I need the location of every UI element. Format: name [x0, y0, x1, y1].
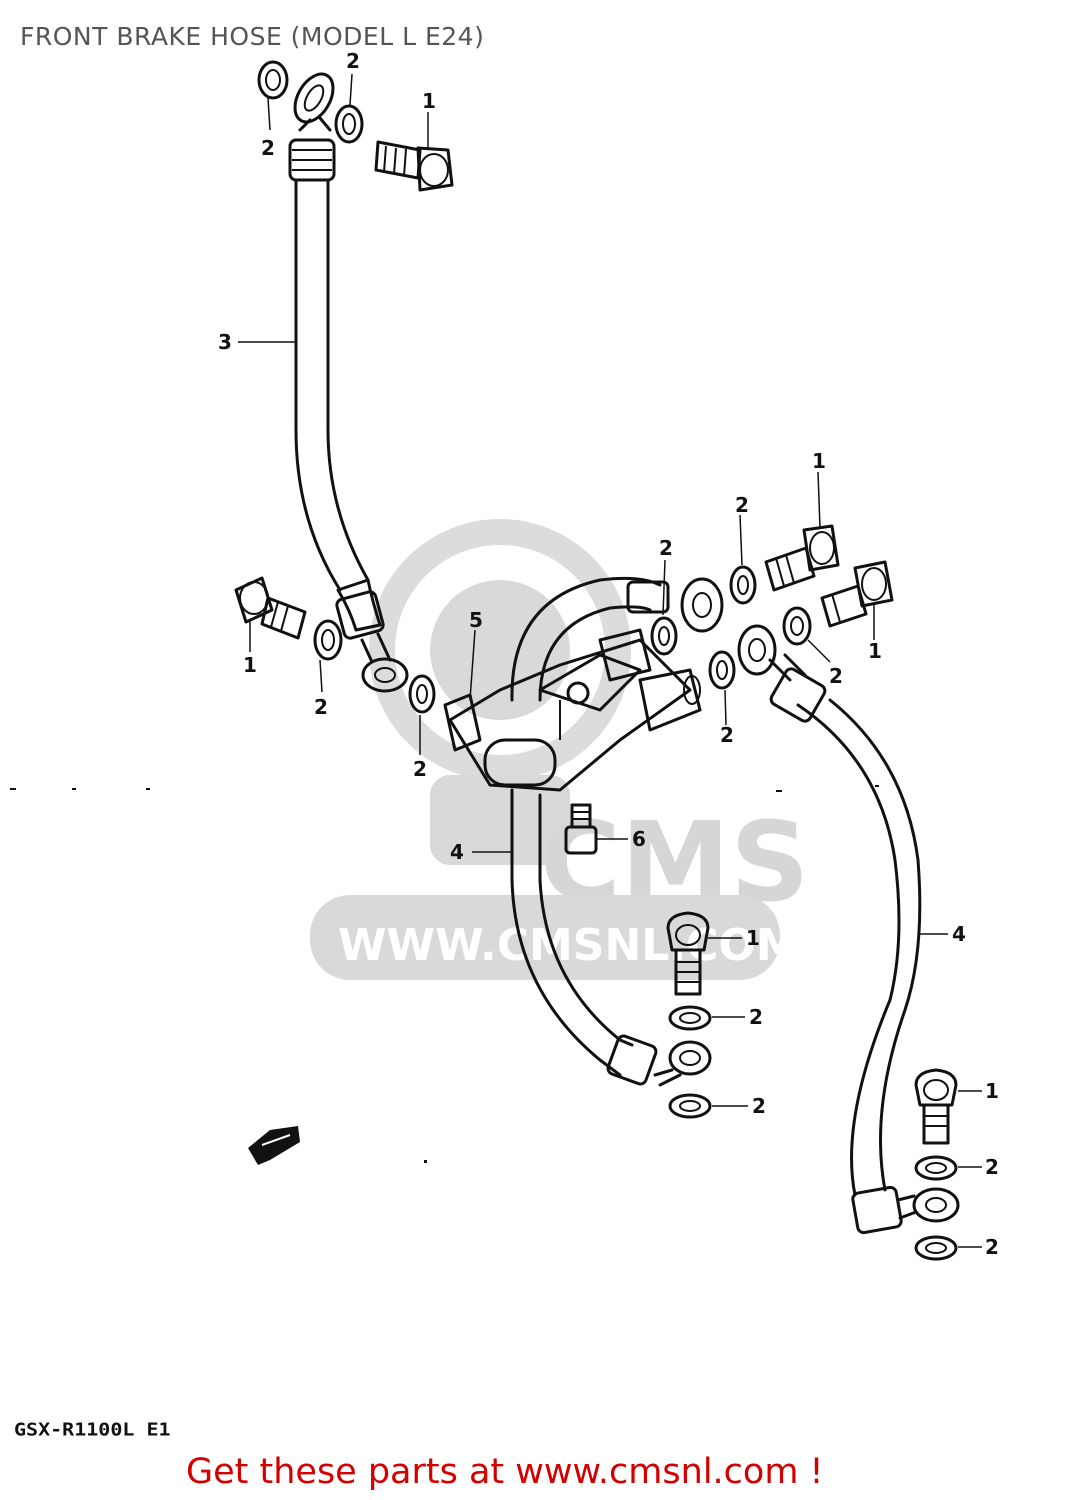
callout-part-1: 1 — [746, 926, 760, 950]
callout-part-2: 2 — [659, 536, 673, 560]
brake-hose-4-right — [768, 653, 960, 1235]
callout-part-2: 2 — [413, 757, 427, 781]
callout-part-5: 5 — [469, 608, 483, 632]
callout-part-2: 2 — [829, 664, 843, 688]
left-banjo-bolt — [234, 576, 436, 714]
lower-right-fittings — [914, 1068, 958, 1261]
parts-shop-link[interactable]: Get these parts at www.cmsnl.com ! — [186, 1452, 824, 1492]
model-code-label: GSX-R1100L E1 — [14, 1418, 171, 1440]
callout-part-4: 4 — [952, 922, 966, 946]
callout-leaders — [238, 73, 982, 1248]
callout-part-2: 2 — [752, 1094, 766, 1118]
brake-hose-4-left — [510, 788, 712, 1087]
callout-part-4: 4 — [450, 840, 464, 864]
top-fittings — [257, 60, 454, 192]
page-title: FRONT BRAKE HOSE (MODEL L E24) — [20, 22, 485, 51]
upper-crossover-hose — [510, 576, 724, 702]
exploded-parts-diagram: CMS WWW.CMSNL.COM — [10, 49, 999, 1261]
callout-part-1: 1 — [812, 449, 826, 473]
callout-part-2: 2 — [985, 1155, 999, 1179]
callout-part-3: 3 — [218, 330, 232, 354]
callout-part-2: 2 — [749, 1005, 763, 1029]
callout-part-1: 1 — [243, 653, 257, 677]
watermark-url: WWW.CMSNL.COM — [338, 920, 800, 971]
brake-hose-3 — [288, 72, 409, 693]
callout-part-1: 1 — [868, 639, 882, 663]
callout-part-1: 1 — [985, 1079, 999, 1103]
callout-labels: 2 2 1 3 1 2 2 5 2 2 1 1 2 2 4 6 1 2 2 4 … — [218, 49, 999, 1259]
callout-part-2: 2 — [735, 493, 749, 517]
bleeder-screw-6 — [564, 803, 598, 855]
callout-part-2: 2 — [985, 1235, 999, 1259]
callout-part-6: 6 — [632, 827, 646, 851]
callout-part-1: 1 — [422, 89, 436, 113]
callout-part-2: 2 — [346, 49, 360, 73]
center-lower-fittings — [666, 911, 712, 1119]
front-direction-arrow-icon — [248, 1126, 300, 1165]
callout-part-2: 2 — [261, 136, 275, 160]
brake-junction-5 — [443, 628, 702, 792]
callout-part-2: 2 — [720, 723, 734, 747]
scan-specks — [10, 785, 879, 1163]
right-upper-fittings — [708, 524, 894, 690]
callout-part-2: 2 — [314, 695, 328, 719]
